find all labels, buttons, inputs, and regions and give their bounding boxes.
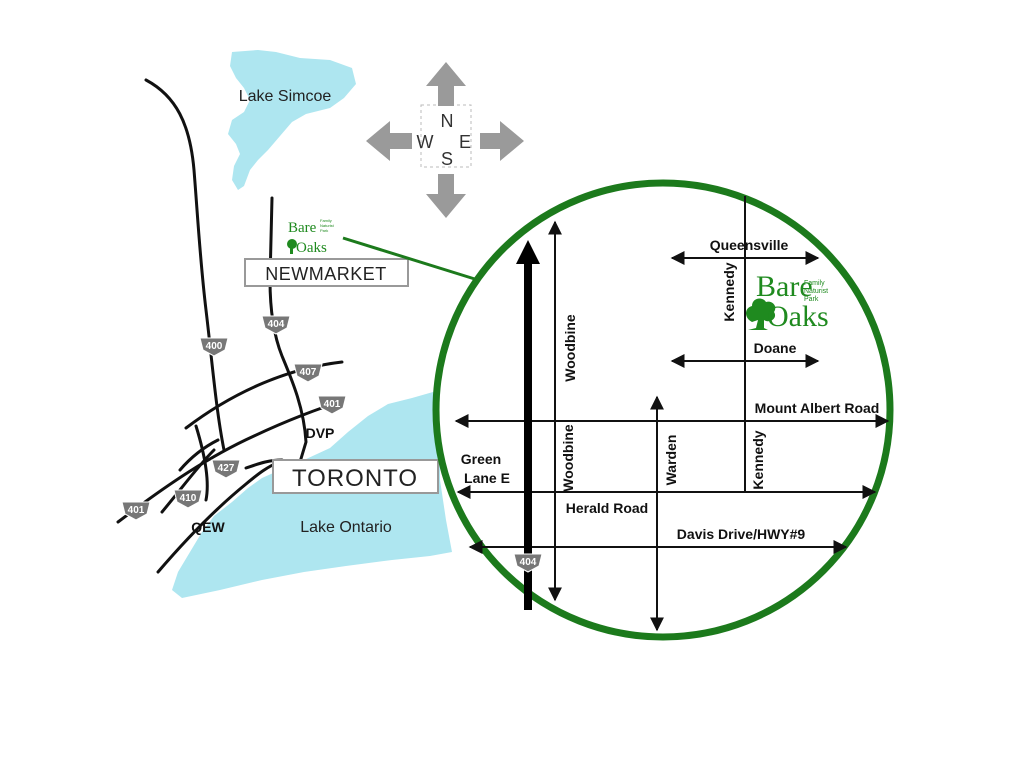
svg-text:404: 404 [520, 557, 537, 568]
kennedy-south-label: Kennedy [750, 430, 766, 489]
svg-text:427: 427 [218, 463, 235, 474]
small-bare-oaks-logo: Bare Oaks Family Naturist Park [287, 218, 335, 256]
queensville-label: Queensville [710, 237, 789, 253]
lake-simcoe-label: Lake Simcoe [239, 88, 332, 105]
callout-line [342, 236, 479, 282]
shield-404-detail: 404 [513, 553, 543, 573]
highway-qew-line [156, 460, 282, 574]
highway-401-line [116, 400, 342, 524]
svg-text:Park: Park [804, 296, 819, 303]
green-lane-label-line2: Lane E [464, 470, 510, 486]
shield-401-west: 401 [121, 501, 151, 521]
svg-text:404: 404 [268, 319, 285, 330]
compass-west-arrow-icon [366, 121, 412, 161]
svg-text:400: 400 [206, 341, 223, 352]
svg-text:401: 401 [324, 399, 341, 410]
shield-400: 400 [199, 337, 229, 357]
svg-text:410: 410 [180, 493, 197, 504]
compass-rose: N W E S [366, 62, 524, 218]
shield-407: 407 [293, 363, 323, 383]
highway-404-arrow-icon [516, 240, 540, 264]
highway-400-line [144, 78, 226, 452]
woodbine-north-label: Woodbine [562, 314, 578, 382]
lake-ontario-label: Lake Ontario [300, 519, 392, 536]
regional-map: Lake Simcoe Lake Ontario NEWMARKET TORON… [116, 50, 524, 598]
svg-text:Bare: Bare [288, 220, 317, 236]
svg-text:Bare: Bare [756, 270, 813, 303]
shield-401-east: 401 [317, 395, 347, 415]
woodbine-south-label: Woodbine [560, 424, 576, 492]
toronto-box: TORONTO [272, 459, 439, 494]
tree-icon [746, 298, 776, 330]
toronto-label: TORONTO [292, 465, 418, 492]
kennedy-north-label: Kennedy [721, 262, 737, 321]
highway-link-line [178, 438, 220, 472]
herald-label: Herald Road [566, 500, 648, 516]
qew-label: QEW [191, 519, 225, 535]
compass-n-label: N [441, 111, 454, 131]
large-bare-oaks-logo: Bare Oaks Family Naturist Park [746, 270, 829, 333]
compass-s-label: S [441, 149, 453, 169]
svg-text:Oaks: Oaks [767, 300, 829, 333]
dvp-label: DVP [306, 425, 335, 441]
compass-east-arrow-icon [480, 121, 524, 161]
compass-north-arrow-icon [426, 62, 466, 106]
highway-427-line [194, 424, 209, 502]
doane-label: Doane [754, 340, 797, 356]
svg-text:Naturist: Naturist [320, 223, 335, 228]
compass-e-label: E [459, 132, 471, 152]
svg-text:Family: Family [320, 218, 332, 223]
warden-label: Warden [663, 435, 679, 486]
svg-text:401: 401 [128, 505, 145, 516]
davis-label: Davis Drive/HWY#9 [677, 526, 806, 542]
svg-text:407: 407 [300, 367, 317, 378]
highway-407-line [184, 360, 344, 430]
lake-simcoe-shape [228, 50, 356, 190]
svg-text:Park: Park [320, 228, 328, 233]
svg-text:Naturist: Naturist [804, 288, 828, 295]
shield-404: 404 [261, 315, 291, 335]
svg-text:Oaks: Oaks [296, 240, 327, 256]
mount-albert-label: Mount Albert Road [755, 400, 880, 416]
detail-map: 404 Queensville Doane Mount Albert Road … [432, 179, 894, 641]
newmarket-box: NEWMARKET [244, 258, 409, 287]
compass-south-arrow-icon [426, 174, 466, 218]
newmarket-label: NEWMARKET [265, 264, 387, 284]
highway-410-line [160, 448, 216, 514]
compass-w-label: W [417, 132, 434, 152]
highway-404-line [268, 196, 308, 464]
green-lane-label-line1: Green [461, 451, 501, 467]
svg-text:Family: Family [804, 280, 825, 287]
shield-410: 410 [173, 489, 203, 509]
shield-427: 427 [211, 459, 241, 479]
